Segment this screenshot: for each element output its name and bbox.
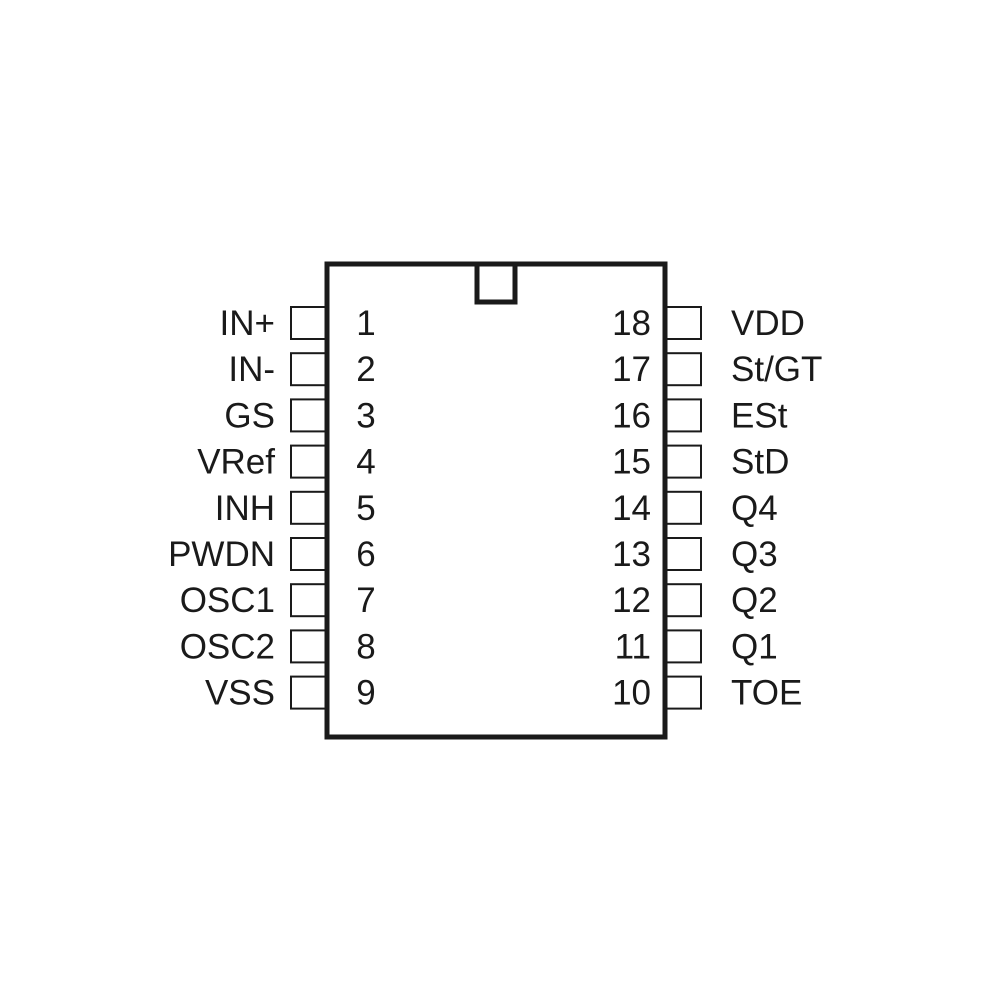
pin-lead bbox=[665, 537, 702, 571]
pin-15: 15 StD bbox=[612, 443, 789, 482]
pin-name: PWDN bbox=[168, 535, 275, 574]
pin-number: 8 bbox=[356, 627, 375, 666]
pin-name: OSC2 bbox=[180, 627, 275, 666]
pin-number: 2 bbox=[356, 350, 375, 389]
pin-lead bbox=[665, 444, 702, 479]
pin-number: 18 bbox=[612, 304, 651, 343]
pin-17: 17 St/GT bbox=[612, 350, 822, 389]
pin-9: VSS 9 bbox=[205, 674, 376, 713]
pin-10: 10 TOE bbox=[612, 674, 802, 713]
pin-lead bbox=[290, 306, 327, 340]
pin-lead bbox=[665, 352, 702, 387]
pin-13: 13 Q3 bbox=[612, 535, 778, 574]
pin-lead bbox=[665, 398, 702, 433]
pin-lead bbox=[290, 537, 327, 571]
pin-number: 12 bbox=[612, 581, 651, 620]
pin-18: 18 VDD bbox=[612, 304, 805, 343]
pin-16: 16 ESt bbox=[612, 396, 788, 435]
pin-name: St/GT bbox=[731, 350, 822, 389]
pin-number: 4 bbox=[356, 443, 375, 482]
pin-number: 6 bbox=[356, 535, 375, 574]
pin-12: 12 Q2 bbox=[612, 581, 778, 620]
pin-name: Q3 bbox=[731, 535, 778, 574]
pin-number: 14 bbox=[612, 489, 651, 528]
pin-8: OSC2 8 bbox=[180, 627, 376, 666]
pin-4: VRef 4 bbox=[197, 443, 376, 482]
pin-number: 5 bbox=[356, 489, 375, 528]
pin-lead bbox=[665, 675, 702, 710]
pin-6: PWDN 6 bbox=[168, 535, 376, 574]
pin-name: VDD bbox=[731, 304, 805, 343]
pin-lead bbox=[290, 675, 327, 710]
pin-name: VRef bbox=[197, 443, 275, 482]
pin-number: 15 bbox=[612, 443, 651, 482]
pin-lead bbox=[290, 398, 327, 433]
pin-name: TOE bbox=[731, 674, 802, 713]
pin-name: Q1 bbox=[731, 627, 778, 666]
pin-name: Q4 bbox=[731, 489, 778, 528]
pin-number: 11 bbox=[615, 627, 651, 666]
pin-lead bbox=[290, 352, 327, 387]
pin-1: IN+ 1 bbox=[220, 304, 376, 343]
pin-2: IN- 2 bbox=[228, 350, 375, 389]
pin-name: StD bbox=[731, 443, 789, 482]
pin-7: OSC1 7 bbox=[180, 581, 376, 620]
pin-lead bbox=[665, 490, 702, 525]
pin-number: 7 bbox=[356, 581, 375, 620]
pin-name: INH bbox=[215, 489, 275, 528]
pin-lead bbox=[290, 583, 327, 618]
pin-name: OSC1 bbox=[180, 581, 275, 620]
pin-14: 14 Q4 bbox=[612, 489, 778, 528]
pin-11: 11 Q1 bbox=[615, 627, 778, 666]
pin-number: 1 bbox=[356, 304, 375, 343]
pin-lead bbox=[665, 306, 702, 340]
pin-number: 17 bbox=[612, 350, 651, 389]
pin-number: 16 bbox=[612, 396, 651, 435]
pin-name: VSS bbox=[205, 674, 275, 713]
pin-lead bbox=[290, 444, 327, 479]
orientation-notch bbox=[474, 261, 518, 305]
pin-lead bbox=[290, 490, 327, 525]
pin-lead bbox=[290, 629, 327, 664]
pin-number: 9 bbox=[356, 674, 375, 713]
pin-number: 10 bbox=[612, 674, 651, 713]
pin-3: GS 3 bbox=[224, 396, 375, 435]
pin-name: Q2 bbox=[731, 581, 778, 620]
pin-lead bbox=[665, 629, 702, 664]
pin-number: 3 bbox=[356, 396, 375, 435]
pin-number: 13 bbox=[612, 535, 651, 574]
pin-name: GS bbox=[224, 396, 275, 435]
pin-name: ESt bbox=[731, 396, 788, 435]
pin-name: IN+ bbox=[220, 304, 275, 343]
pin-lead bbox=[665, 583, 702, 618]
pin-5: INH 5 bbox=[215, 489, 376, 528]
pin-name: IN- bbox=[228, 350, 275, 389]
